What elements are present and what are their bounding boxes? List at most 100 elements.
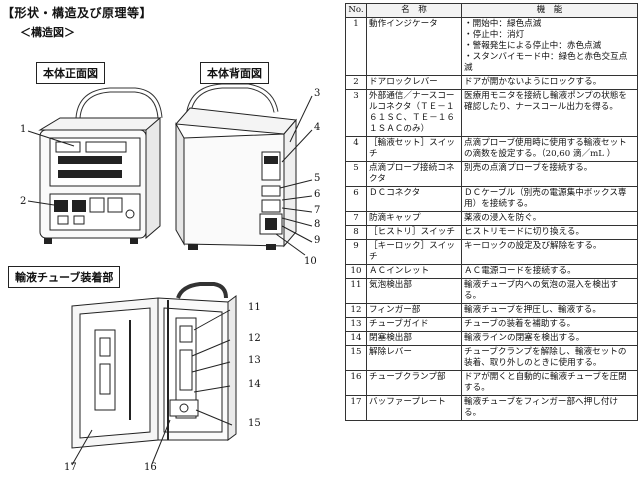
row-name: 外部通信／ナースコールコネクタ（ＴＥ－１６１ＳＣ、ＴＥ－１６１ＳＡＣのみ） <box>366 89 462 137</box>
row-number: 3 <box>345 89 367 137</box>
function-line: 薬液の浸入を防ぐ。 <box>464 213 542 223</box>
row-number: 8 <box>345 225 367 240</box>
tube-mount-drawing <box>71 282 237 466</box>
callout-3: 3 <box>314 88 321 99</box>
tube-section-label: 輸液チューブ装着部 <box>8 266 121 288</box>
function-line: 点滴プローブ使用時に使用する輸液セットの滴数を設定する。（20,60 滴／mL … <box>464 138 627 159</box>
callout-6: 6 <box>314 189 321 200</box>
table-row: 8［ヒストリ］スイッチヒストリモードに切り換える。 <box>345 225 638 240</box>
row-function: 輸液チューブをフィンガー部へ押し付ける。 <box>461 395 638 421</box>
function-line: ・停止中：消灯 <box>464 30 525 40</box>
row-number: 2 <box>345 75 367 90</box>
row-name: 防滴キャップ <box>366 211 462 226</box>
row-name: フィンガー部 <box>366 303 462 318</box>
row-name: 動作インジケータ <box>366 17 462 76</box>
row-function: 点滴プローブ使用時に使用する輸液セットの滴数を設定する。（20,60 滴／mL … <box>461 136 638 162</box>
callout-16: 16 <box>144 462 157 473</box>
front-pump-drawing <box>27 87 163 244</box>
function-line: ＤＣケーブル（別売の電源集中ボックス専用）を接続する。 <box>464 188 627 209</box>
callout-13: 13 <box>248 355 261 366</box>
table-row: 4［輸液セット］スイッチ点滴プローブ使用時に使用する輸液セットの滴数を設定する。… <box>345 136 638 162</box>
function-line: ドアが開くと自動的に輸液チューブを圧閉する。 <box>464 372 627 393</box>
function-line: チューブクランプを解除し、輸液セットの装着、取り外しのときに使用する。 <box>464 347 627 368</box>
function-line: 医療用モニタを接続し輸液ポンプの状態を確認したり、ナースコール出力を得る。 <box>464 91 628 112</box>
table-row: 9［キーロック］スイッチキーロックの設定及び解除をする。 <box>345 239 638 265</box>
row-name: ［キーロック］スイッチ <box>366 239 462 265</box>
row-number: 17 <box>345 395 367 421</box>
row-name: 気泡検出部 <box>366 278 462 304</box>
row-number: 4 <box>345 136 367 162</box>
callout-4: 4 <box>314 122 321 133</box>
front-view-label: 本体正面図 <box>36 62 105 84</box>
row-number: 13 <box>345 317 367 332</box>
callout-2: 2 <box>20 196 27 207</box>
row-function: 輸液チューブを押圧し、輸液する。 <box>461 303 638 318</box>
callout-7: 7 <box>314 205 321 216</box>
row-name: 解除レバー <box>366 345 462 371</box>
row-number: 5 <box>345 161 367 187</box>
callout-15: 15 <box>248 418 261 429</box>
row-number: 1 <box>345 17 367 76</box>
callout-9: 9 <box>314 235 321 246</box>
function-line: 輸液チューブをフィンガー部へ押し付ける。 <box>464 397 619 418</box>
callout-11: 11 <box>248 302 261 313</box>
callout-8: 8 <box>314 219 321 230</box>
row-name: チューブクランプ部 <box>366 370 462 396</box>
callout-5: 5 <box>314 173 321 184</box>
row-name: 点滴プローブ接続コネクタ <box>366 161 462 187</box>
header-name: 名 称 <box>366 3 462 18</box>
row-name: チューブガイド <box>366 317 462 332</box>
section-subheading: ＜構造図＞ <box>20 26 75 39</box>
row-name: ドアロックレバー <box>366 75 462 90</box>
function-line: ・警報発生による停止中：赤色点滅 <box>464 41 602 51</box>
row-function: チューブクランプを解除し、輸液セットの装着、取り外しのときに使用する。 <box>461 345 638 371</box>
function-line: 輸液チューブを押圧し、輸液する。 <box>464 305 601 315</box>
row-number: 9 <box>345 239 367 265</box>
header-function: 機 能 <box>461 3 638 18</box>
row-function: ＡＣ電源コードを接続する。 <box>461 264 638 279</box>
function-line: ＡＣ電源コードを接続する。 <box>464 266 576 276</box>
row-function: チューブの装着を補助する。 <box>461 317 638 332</box>
table-header-row: No. 名 称 機 能 <box>345 3 638 18</box>
row-function: ドアが開かないようにロックする。 <box>461 75 638 90</box>
row-name: ＤＣコネクタ <box>366 186 462 212</box>
callout-12: 12 <box>248 333 261 344</box>
structure-figure-area: 【形状・構造及び原理等】 ＜構造図＞ 本体正面図 本体背面図 輸液チューブ装着部 <box>2 6 321 473</box>
row-function: ドアが開くと自動的に輸液チューブを圧閉する。 <box>461 370 638 396</box>
callout-14: 14 <box>248 379 261 390</box>
function-line: ドアが開かないようにロックする。 <box>464 77 602 87</box>
back-view-label: 本体背面図 <box>200 62 269 84</box>
row-name: バッファープレート <box>366 395 462 421</box>
row-number: 11 <box>345 278 367 304</box>
row-number: 14 <box>345 331 367 346</box>
row-function: 輸液チューブ内への気泡の混入を検出する。 <box>461 278 638 304</box>
header-no: No. <box>345 3 367 18</box>
row-number: 16 <box>345 370 367 396</box>
line-drawings <box>27 83 313 466</box>
function-line: キーロックの設定及び解除をする。 <box>464 241 602 251</box>
row-name: ［ヒストリ］スイッチ <box>366 225 462 240</box>
section-heading: 【形状・構造及び原理等】 <box>2 6 153 20</box>
function-line: ヒストリモードに切り換える。 <box>464 227 585 237</box>
row-name: 閉塞検出部 <box>366 331 462 346</box>
back-pump-drawing <box>174 83 313 256</box>
function-line: ・開始中：緑色点滅 <box>464 19 542 29</box>
row-function: 薬液の浸入を防ぐ。 <box>461 211 638 226</box>
row-function: ヒストリモードに切り換える。 <box>461 225 638 240</box>
row-number: 10 <box>345 264 367 279</box>
row-function: キーロックの設定及び解除をする。 <box>461 239 638 265</box>
